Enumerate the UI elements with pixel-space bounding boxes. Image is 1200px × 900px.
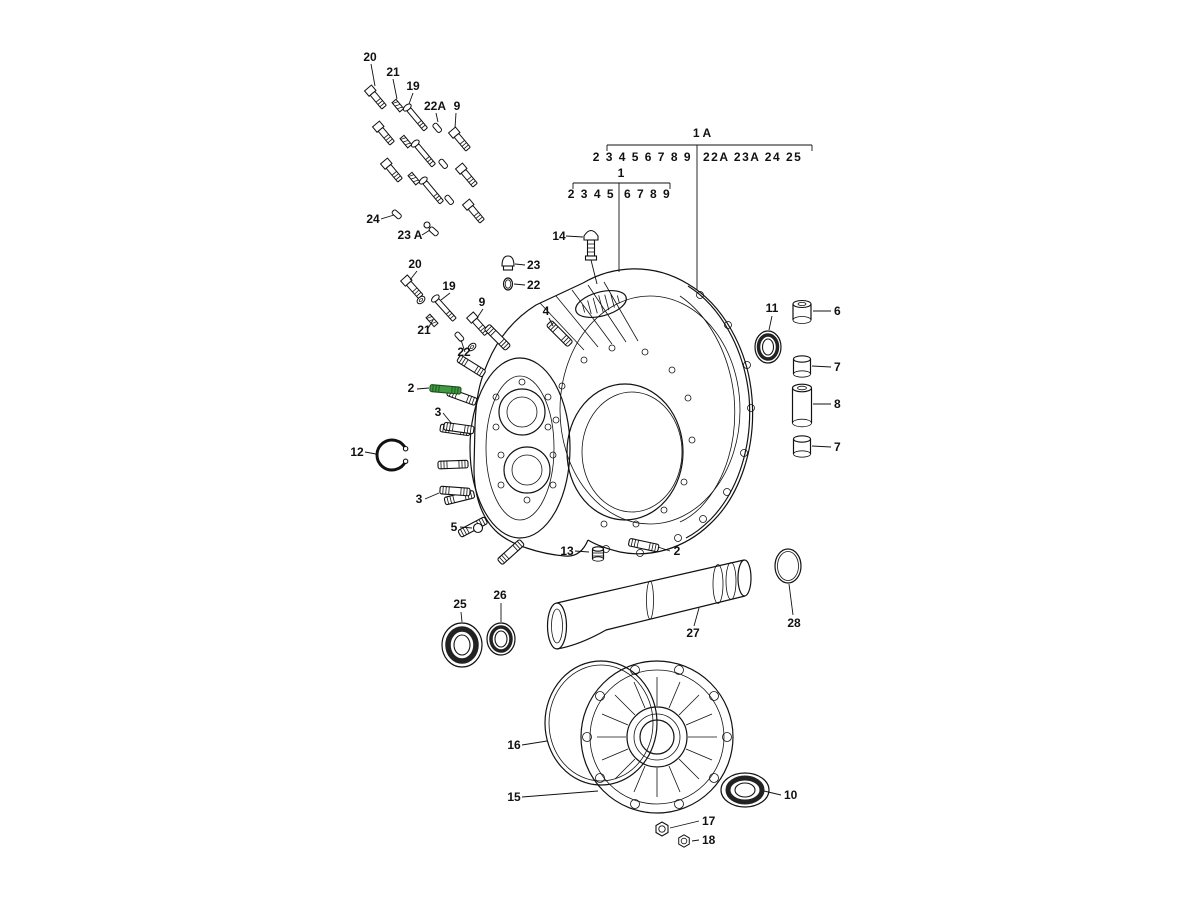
callout-label-9-mid: 9 bbox=[479, 295, 486, 309]
assembly-bracket-1: 1 2 3 4 5 6 7 8 9 bbox=[568, 166, 671, 272]
callout-labels: 20 21 19 22A 9 24 23 A 20 19 21 9 22 23 … bbox=[350, 50, 841, 847]
stud-2-lower bbox=[627, 537, 660, 553]
stud-2-green bbox=[429, 384, 462, 395]
assembly-bracket-1a: 1 A 2 3 4 5 6 7 8 9 22A 23A 24 25 bbox=[593, 126, 813, 290]
callout-label-2-left: 2 bbox=[408, 381, 415, 395]
callout-label-15: 15 bbox=[507, 790, 521, 804]
callout-label-27: 27 bbox=[686, 626, 700, 640]
seal-ring-11 bbox=[754, 330, 782, 364]
callout-label-22a-top: 22A bbox=[424, 99, 446, 113]
callout-label-8: 8 bbox=[834, 397, 841, 411]
callout-label-11: 11 bbox=[766, 301, 779, 315]
snap-ring-12 bbox=[375, 438, 409, 472]
breather-14 bbox=[583, 229, 599, 285]
assembly-1-items-right: 6 7 8 9 bbox=[624, 187, 671, 201]
callout-label-4: 4 bbox=[543, 304, 550, 318]
callout-label-28: 28 bbox=[787, 616, 801, 630]
callout-label-6: 6 bbox=[834, 304, 841, 318]
stud-3-lower bbox=[439, 485, 471, 497]
callout-label-9-top: 9 bbox=[454, 99, 461, 113]
callout-label-20-mid: 20 bbox=[408, 257, 422, 271]
callout-label-5: 5 bbox=[451, 520, 458, 534]
callout-label-23a: 23 A bbox=[398, 228, 423, 242]
assembly-1a-items-left: 2 3 4 5 6 7 8 9 bbox=[593, 150, 692, 164]
pin-24 bbox=[390, 208, 403, 221]
callout-label-25: 25 bbox=[453, 597, 467, 611]
oring-22 bbox=[502, 277, 514, 291]
plug-23 bbox=[501, 255, 515, 271]
seal-10 bbox=[720, 772, 770, 808]
bushing-7-upper bbox=[792, 355, 812, 378]
callout-label-10: 10 bbox=[784, 788, 798, 802]
leader-lines bbox=[364, 63, 832, 842]
ball-5 bbox=[472, 522, 484, 534]
transmission-case bbox=[437, 268, 755, 566]
callout-label-22-oring: 22 bbox=[527, 278, 541, 292]
callout-label-7-lower: 7 bbox=[834, 440, 841, 454]
plug-13 bbox=[591, 546, 605, 562]
side-cover-15 bbox=[580, 660, 734, 814]
assembly-1a-items-right: 22A 23A 24 25 bbox=[703, 150, 802, 164]
oring-28 bbox=[774, 548, 802, 584]
assembly-1a-label: 1 A bbox=[693, 126, 712, 140]
callout-label-20-top: 20 bbox=[363, 50, 377, 64]
bolt-set-20-top bbox=[364, 84, 405, 184]
callout-label-3-upper: 3 bbox=[435, 405, 442, 419]
axle-tube-27 bbox=[546, 559, 752, 650]
seal-25 bbox=[441, 622, 483, 668]
ring-26 bbox=[486, 622, 516, 656]
callout-label-7-upper: 7 bbox=[834, 360, 841, 374]
bolt-20-mid bbox=[400, 274, 425, 301]
pin-23a bbox=[423, 221, 440, 238]
gasket-16 bbox=[544, 660, 658, 786]
bushing-6 bbox=[792, 299, 812, 324]
callout-label-21-top: 21 bbox=[386, 65, 400, 79]
callout-label-21-mid: 21 bbox=[417, 323, 431, 337]
assembly-1-label: 1 bbox=[618, 166, 625, 180]
callout-label-2-lower: 2 bbox=[674, 544, 681, 558]
bushing-7-lower bbox=[792, 435, 812, 458]
callout-label-19-top: 19 bbox=[406, 79, 420, 93]
nut-17 bbox=[655, 821, 669, 837]
callout-label-22-mid: 22 bbox=[457, 345, 471, 359]
assembly-1-items-left: 2 3 4 5 bbox=[568, 187, 615, 201]
screw-set-19-top bbox=[401, 102, 446, 206]
callout-label-12: 12 bbox=[350, 445, 364, 459]
callout-label-19-mid: 19 bbox=[442, 279, 456, 293]
callout-label-17: 17 bbox=[702, 814, 716, 828]
bolt-set-9-top bbox=[448, 126, 487, 225]
nut-18 bbox=[678, 834, 690, 848]
callout-label-24: 24 bbox=[366, 212, 380, 226]
callout-label-18: 18 bbox=[702, 833, 716, 847]
callout-label-26: 26 bbox=[493, 588, 507, 602]
callout-label-23: 23 bbox=[527, 258, 541, 272]
callout-label-16: 16 bbox=[507, 738, 521, 752]
callout-label-3-lower: 3 bbox=[416, 492, 423, 506]
callout-label-14: 14 bbox=[552, 229, 566, 243]
sleeve-8 bbox=[791, 383, 813, 428]
callout-label-13: 13 bbox=[560, 544, 574, 558]
